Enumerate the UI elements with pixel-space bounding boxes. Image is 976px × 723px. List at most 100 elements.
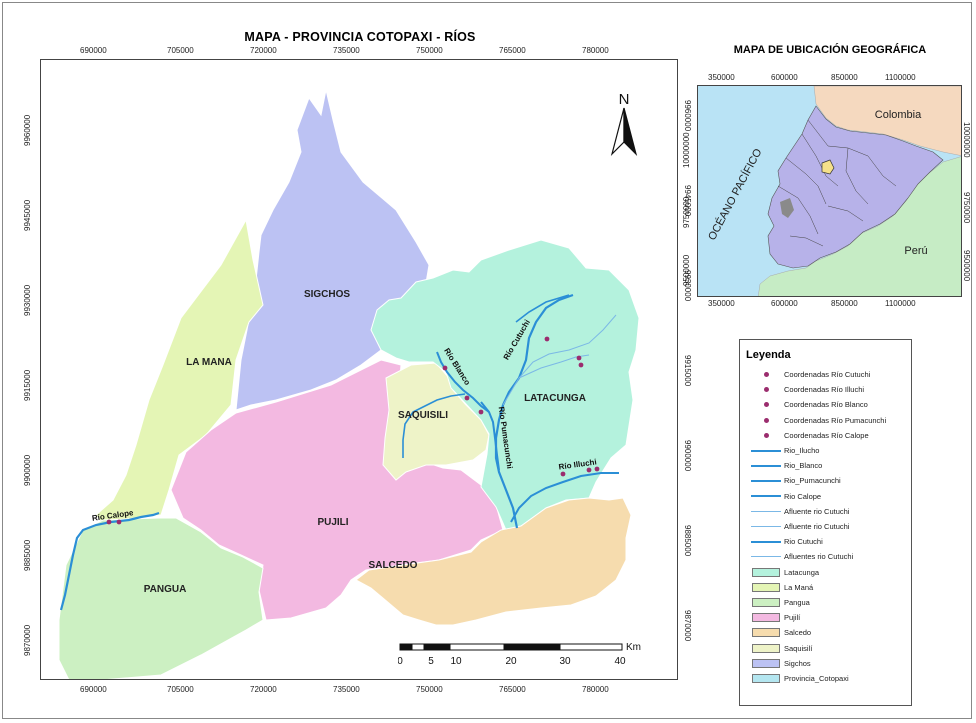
y-tick-right: 9885000	[683, 525, 692, 557]
y-tick-right: 9915000	[683, 355, 692, 387]
region-sigchos[interactable]	[235, 89, 430, 411]
legend-item: Coordenadas Río Illuchi	[748, 383, 864, 396]
legend-item: Afluente rio Cutuchi	[748, 520, 849, 533]
inset-map-svg: Colombia Perú OCÉANO PACÍFICO	[705, 86, 962, 296]
river-cutuchi[interactable]	[494, 293, 574, 529]
line-symbol-icon	[751, 556, 781, 558]
line-symbol-icon	[751, 495, 781, 498]
legend-item: Pangua	[748, 596, 810, 609]
legend-label: Rio_Ilucho	[784, 446, 820, 455]
point-cutuchi	[576, 355, 582, 361]
legend-symbol	[748, 611, 784, 624]
region-ecuador[interactable]	[767, 105, 944, 269]
legend-item: La Maná	[748, 581, 813, 594]
label-sigchos: SIGCHOS	[304, 289, 350, 300]
river-pumacunchi[interactable]	[480, 401, 500, 471]
inset-y-tick-left: 9500000	[682, 254, 691, 286]
region-pangua[interactable]	[58, 517, 264, 680]
area-symbol-icon	[752, 674, 780, 683]
region-latacunga[interactable]	[370, 239, 640, 531]
label-salcedo: SALCEDO	[369, 560, 418, 571]
legend-title: Leyenda	[746, 349, 791, 361]
inset-title: MAPA DE UBICACIÓN GEOGRÁFICA	[733, 44, 927, 56]
legend-label: Pangua	[784, 598, 810, 607]
point-symbol-icon	[763, 372, 769, 377]
point-symbol-icon	[763, 387, 769, 393]
point-blanco	[442, 365, 448, 371]
inset-y-tick-right: 9750000	[962, 192, 971, 224]
x-tick-bottom: 705000	[167, 685, 194, 694]
label-pujili: PUJILI	[317, 517, 348, 528]
legend-label: Coordenadas Río Blanco	[784, 400, 868, 410]
legend-item: Latacunga	[748, 566, 819, 579]
point-illuchi	[586, 467, 592, 473]
inset-y-tick-right: 10000000	[962, 122, 971, 158]
north-arrow: N	[608, 88, 640, 158]
legend-symbol	[748, 383, 784, 396]
x-tick-top: 720000	[250, 46, 277, 55]
region-colombia[interactable]	[813, 86, 962, 156]
point-cutuchi	[578, 362, 584, 368]
legend-label: Latacunga	[784, 567, 820, 577]
x-tick-top: 735000	[333, 46, 360, 55]
region-salcedo[interactable]	[355, 497, 632, 626]
river-calope[interactable]	[59, 511, 160, 611]
area-symbol-icon	[752, 658, 780, 668]
scale-label-30: 30	[559, 656, 571, 667]
legend-label: La Maná	[784, 582, 814, 592]
legend-label: Salcedo	[784, 628, 812, 638]
scale-bar: 0 5 10 20 30 40 Km	[397, 640, 648, 674]
point-cutuchi	[544, 336, 550, 342]
point-pumacunchi	[478, 409, 484, 415]
legend-symbol	[748, 672, 784, 685]
river-saquisili[interactable]	[402, 393, 466, 458]
legend-item: Rio_Ilucho	[748, 444, 819, 457]
inset-x-tick-top: 850000	[831, 73, 858, 82]
legend-item: Saquisilí	[748, 642, 812, 655]
legend-symbol	[748, 368, 784, 381]
line-symbol-icon	[751, 479, 781, 482]
legend-label: Rio Cutuchi	[784, 537, 823, 547]
y-tick-left: 9885000	[23, 539, 32, 571]
legend-label: Rio_Blanco	[784, 461, 823, 471]
river-blanco[interactable]	[436, 351, 490, 413]
legend-item: Coordenadas Río Pumacunchi	[748, 414, 886, 427]
scale-label-0: 0	[398, 656, 403, 667]
legend-label: Rio_Pumacunchi	[784, 476, 841, 486]
inset-map[interactable]: Colombia Perú OCÉANO PACÍFICO	[697, 85, 962, 297]
highlight-cotopaxi[interactable]	[821, 159, 835, 175]
scale-label-10: 10	[450, 656, 462, 667]
x-tick-bottom: 735000	[333, 685, 360, 694]
legend-label: Sigchos	[784, 658, 811, 668]
legend-symbol	[748, 642, 784, 655]
legend-item: Rio_Blanco	[748, 459, 822, 472]
point-symbol-icon	[763, 432, 769, 438]
label-la-mana: LA MANA	[186, 357, 232, 368]
scale-label-40: 40	[614, 656, 626, 667]
legend-symbol	[748, 474, 784, 487]
point-symbol-icon	[763, 417, 769, 423]
legend-symbol	[748, 596, 784, 609]
legend-item: Afluentes rio Cutuchi	[748, 550, 853, 563]
inset-x-tick-bottom: 1100000	[885, 299, 916, 308]
area-symbol-icon	[752, 628, 780, 638]
river-illuchi[interactable]	[510, 472, 619, 523]
scale-unit: Km	[626, 642, 641, 653]
legend-item: Rio Cutuchi	[748, 535, 823, 548]
tributary-cutuchi[interactable]	[502, 314, 617, 406]
river-cutuchi-upper[interactable]	[515, 294, 570, 323]
y-tick-right: 9870000	[683, 610, 692, 642]
y-tick-left: 9870000	[23, 624, 32, 656]
ecuador-provinces	[777, 119, 897, 247]
line-symbol-icon	[751, 449, 781, 452]
main-map[interactable]: SIGCHOS LA MANA PUJILI PANGUA SALCEDO SA…	[40, 59, 678, 680]
label-saquisili: SAQUISILI	[398, 410, 448, 421]
legend-label: Coordenadas Río Calope	[784, 430, 869, 440]
point-illuchi	[594, 466, 600, 472]
legend-item: Coordenadas Río Blanco	[748, 398, 868, 411]
legend-symbol	[748, 490, 784, 503]
inset-x-tick-top: 600000	[771, 73, 798, 82]
y-tick-left: 9960000	[23, 114, 32, 146]
legend-item: Provincia_Cotopaxi	[748, 672, 849, 685]
point-symbol-icon	[763, 402, 769, 408]
